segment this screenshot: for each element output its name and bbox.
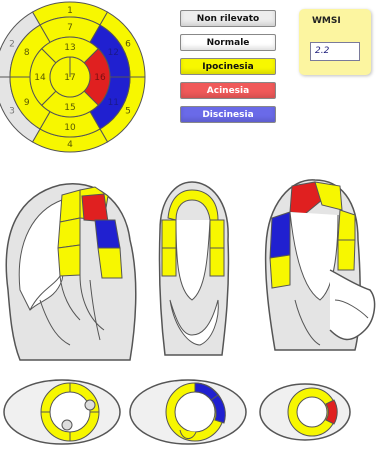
legend-dyskinesis-button[interactable]: Discinesia bbox=[180, 106, 276, 123]
segment-label-6: 6 bbox=[125, 40, 131, 50]
segment-label-10: 10 bbox=[64, 123, 76, 133]
segment-label-11: 11 bbox=[108, 98, 119, 108]
short-axis-basal-view[interactable] bbox=[4, 380, 120, 444]
segment-label-7: 7 bbox=[67, 23, 73, 33]
segment-label-16: 16 bbox=[94, 73, 106, 83]
segment-label-5: 5 bbox=[125, 107, 131, 117]
segment-label-9: 9 bbox=[24, 98, 30, 108]
apical-four-chamber-view[interactable] bbox=[6, 184, 136, 360]
segment-label-3: 3 bbox=[9, 107, 15, 117]
legend-not-detected-button[interactable]: Non rilevato bbox=[180, 10, 276, 27]
segment-label-2: 2 bbox=[9, 40, 15, 50]
legend-normal-button[interactable]: Normale bbox=[180, 34, 276, 51]
segment-label-13: 13 bbox=[64, 43, 75, 53]
wmsi-panel: WMSI 2.2 bbox=[299, 9, 371, 75]
short-axis-apical-view[interactable] bbox=[260, 384, 350, 440]
segment-label-4: 4 bbox=[67, 140, 73, 150]
segment-label-17: 17 bbox=[64, 73, 75, 83]
apical-two-chamber-view[interactable] bbox=[159, 182, 228, 355]
heart-views bbox=[0, 175, 380, 450]
short-axis-mid-view[interactable] bbox=[130, 380, 246, 444]
segment-label-8: 8 bbox=[24, 48, 30, 58]
segment-label-1: 1 bbox=[67, 6, 73, 16]
segment-label-14: 14 bbox=[34, 73, 46, 83]
apical-three-chamber-view[interactable] bbox=[266, 180, 375, 350]
segment-label-15: 15 bbox=[64, 103, 75, 113]
legend-hypokinesis-button[interactable]: Ipocinesia bbox=[180, 58, 276, 75]
legend-akinesis-button[interactable]: Acinesia bbox=[180, 82, 276, 99]
wmsi-title: WMSI bbox=[312, 16, 341, 26]
wmsi-value-field[interactable]: 2.2 bbox=[310, 42, 360, 61]
segment-label-12: 12 bbox=[108, 48, 119, 58]
